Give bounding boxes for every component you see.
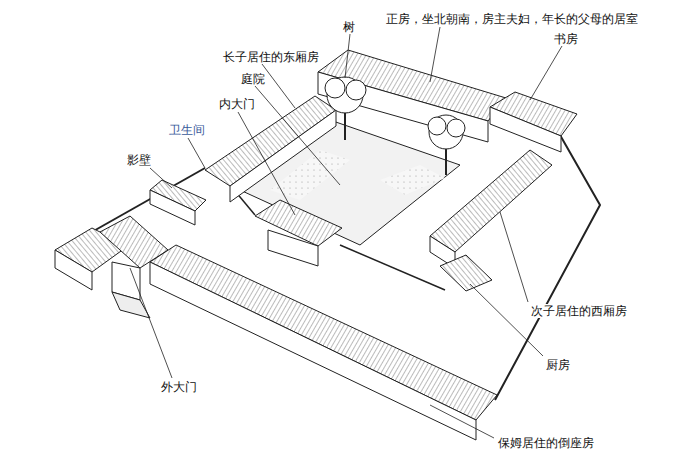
callout-label: 正房，坐北朝南，房主夫妇，年长的父母的居室 xyxy=(385,12,639,26)
callout-label: 次子居住的西厢房 xyxy=(530,304,628,318)
callout-label: 影壁 xyxy=(126,153,152,167)
callout-label: 外大门 xyxy=(160,380,198,394)
callout-label: 树 xyxy=(342,20,356,34)
callout-label: 厨房 xyxy=(545,358,571,372)
callout-label: 庭院 xyxy=(240,72,266,86)
callout-label: 长子居住的东厢房 xyxy=(222,50,320,64)
callout-label: 保姆居住的倒座房 xyxy=(497,436,595,450)
callout-label: 内大门 xyxy=(218,97,256,111)
callout-label: 书房 xyxy=(553,32,579,46)
callout-label: 卫生间 xyxy=(168,123,206,137)
